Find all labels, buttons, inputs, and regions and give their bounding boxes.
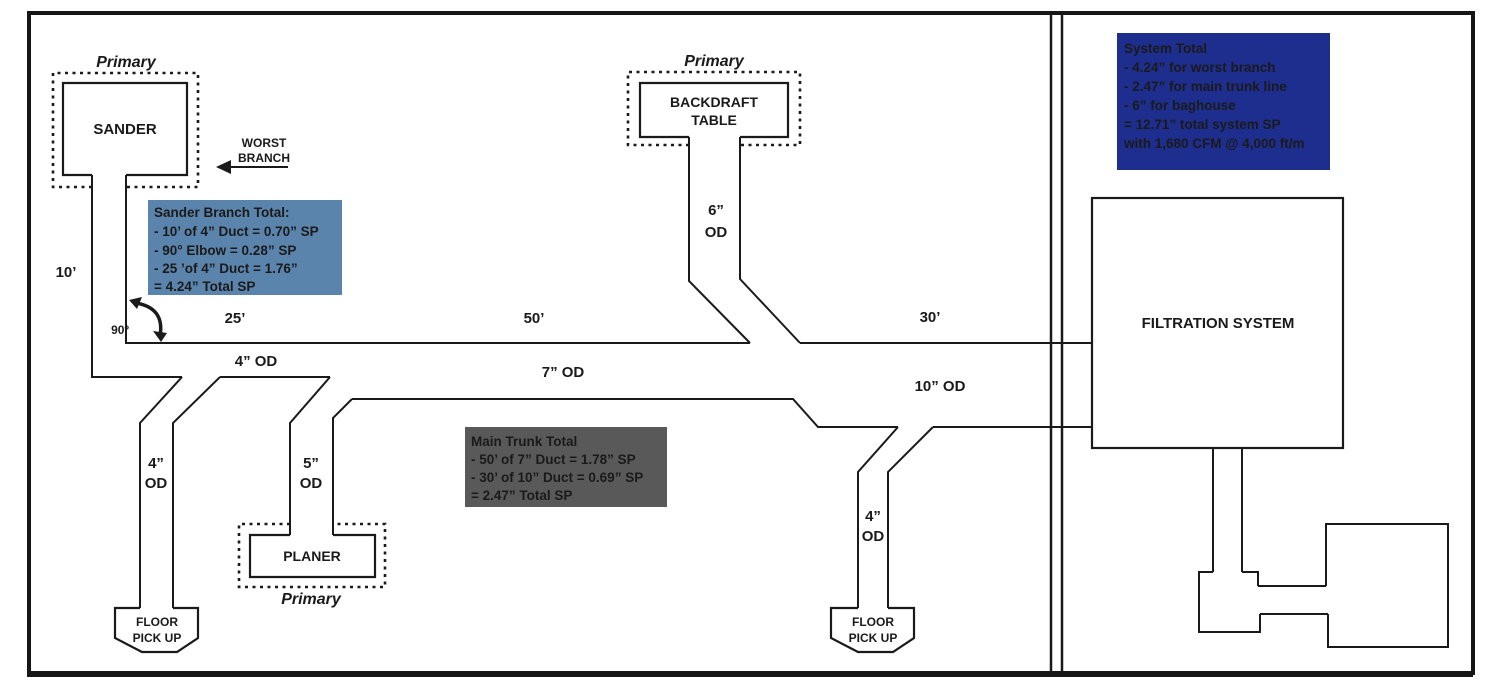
trunk-top-line-left bbox=[125, 175, 750, 344]
collection-bin-outline2 bbox=[1242, 571, 1259, 586]
pickup-left-duct-line1 bbox=[139, 376, 183, 608]
worst-branch-arrowhead bbox=[216, 160, 231, 174]
system-note-line-2: - 4.24” for worst branch bbox=[1124, 60, 1276, 75]
od-label-5in-1: 5” bbox=[303, 455, 319, 472]
planer-dashed-outline bbox=[237, 522, 387, 589]
sander-branch-note-box bbox=[148, 200, 342, 295]
worst-branch-label-line1: WORST bbox=[242, 136, 287, 150]
od-label-6in-1: 6” bbox=[708, 202, 724, 219]
planer-label: PLANER bbox=[283, 548, 341, 564]
backdraft-label-line2: TABLE bbox=[691, 112, 737, 128]
od-label-10in-trunk: 10” OD bbox=[915, 378, 966, 395]
filtration-box bbox=[1090, 196, 1345, 450]
elbow-arrowhead-top bbox=[129, 297, 142, 309]
sander-note-line-5: = 4.24” Total SP bbox=[154, 279, 255, 294]
od-label-5in-2: OD bbox=[300, 475, 323, 492]
sander-dashed-outline bbox=[51, 71, 200, 189]
pickup-right-duct-line1 bbox=[857, 426, 899, 608]
pickup-left-label-line1: FLOOR bbox=[136, 615, 178, 629]
system-note-line-3: - 2.47” for main trunk line bbox=[1124, 79, 1287, 94]
pickup-right-shape bbox=[829, 606, 916, 654]
od-label-4in-right-1: 4” bbox=[865, 508, 881, 525]
od-label-7in-trunk: 7” OD bbox=[542, 364, 585, 381]
pickup-right-duct-line2 bbox=[887, 426, 934, 608]
backdraft-label-line1: BACKDRAFT bbox=[670, 94, 758, 110]
od-label-4in-right-2: OD bbox=[862, 528, 885, 545]
baghouse-box-outline bbox=[1325, 523, 1449, 648]
filtration-label: FILTRATION SYSTEM bbox=[1142, 315, 1295, 332]
planer-primary-label: Primary bbox=[281, 591, 342, 608]
planer-duct-line1 bbox=[289, 376, 331, 535]
trunk-bottom-line-7in bbox=[352, 398, 898, 428]
system-total-note-box bbox=[1117, 33, 1330, 170]
backdraft-duct-line1 bbox=[688, 137, 751, 344]
trunk-bottom-line-elbow bbox=[91, 175, 182, 378]
main-trunk-note-box bbox=[465, 427, 667, 507]
run-label-50ft: 50’ bbox=[524, 310, 545, 327]
run-label-25ft: 25’ bbox=[225, 310, 246, 327]
run-label-30ft: 30’ bbox=[920, 309, 941, 326]
sander-box bbox=[61, 81, 189, 177]
backdraft-duct-line2 bbox=[739, 137, 801, 344]
sander-note-line-4: - 25 ’of 4” Duct = 1.76” bbox=[154, 261, 298, 276]
system-note-line-6: with 1,680 CFM @ 4,000 ft/m bbox=[1123, 136, 1304, 151]
system-note-line-4: - 6” for baghouse bbox=[1124, 98, 1236, 113]
trunk-note-line-1: Main Trunk Total bbox=[471, 434, 577, 449]
system-note-line-1: System Total bbox=[1124, 41, 1207, 56]
sander-note-line-1: Sander Branch Total: bbox=[154, 205, 290, 220]
od-label-6in-2: OD bbox=[705, 224, 728, 241]
worst-branch-label-line2: BRANCH bbox=[238, 151, 290, 165]
backdraft-box bbox=[638, 81, 790, 139]
elbow-arc bbox=[135, 301, 163, 337]
planer-box bbox=[248, 533, 377, 579]
elbow-angle-label: 90º bbox=[111, 323, 129, 337]
sander-note-line-3: - 90° Elbow = 0.28” SP bbox=[154, 243, 296, 258]
sander-primary-label: Primary bbox=[96, 54, 157, 71]
sander-label: SANDER bbox=[93, 121, 157, 138]
pickup-right-label-line1: FLOOR bbox=[852, 615, 894, 629]
od-label-4in-left-2: OD bbox=[145, 475, 168, 492]
sander-branch-note-text: Sander Branch Total: - 10’ of 4” Duct = … bbox=[154, 205, 319, 294]
elbow-arrowhead-bottom bbox=[153, 331, 167, 342]
trunk-note-line-3: - 30’ of 10” Duct = 0.69” SP bbox=[471, 470, 643, 485]
system-total-note-text: System Total - 4.24” for worst branch - … bbox=[1123, 41, 1304, 151]
od-label-4in-left-1: 4” bbox=[148, 455, 164, 472]
sander-note-line-2: - 10’ of 4” Duct = 0.70” SP bbox=[154, 224, 319, 239]
collection-bin-outline1 bbox=[1198, 571, 1261, 633]
pickup-left-shape bbox=[113, 606, 200, 654]
planer-duct-line2 bbox=[332, 398, 353, 535]
run-label-10ft: 10’ bbox=[56, 264, 77, 281]
backdraft-dashed-outline bbox=[626, 70, 802, 147]
pickup-right-label-line2: PICK UP bbox=[849, 631, 898, 645]
system-note-line-5: = 12.71” total system SP bbox=[1124, 117, 1280, 132]
od-label-4in-trunk: 4” OD bbox=[235, 353, 278, 370]
trunk-note-line-4: = 2.47” Total SP bbox=[471, 488, 572, 503]
pickup-left-duct-line2 bbox=[172, 376, 221, 608]
main-trunk-note-text: Main Trunk Total - 50’ of 7” Duct = 1.78… bbox=[471, 434, 643, 503]
trunk-note-line-2: - 50’ of 7” Duct = 1.78” SP bbox=[471, 452, 636, 467]
backdraft-primary-label: Primary bbox=[684, 53, 745, 70]
pickup-left-label-line2: PICK UP bbox=[133, 631, 182, 645]
